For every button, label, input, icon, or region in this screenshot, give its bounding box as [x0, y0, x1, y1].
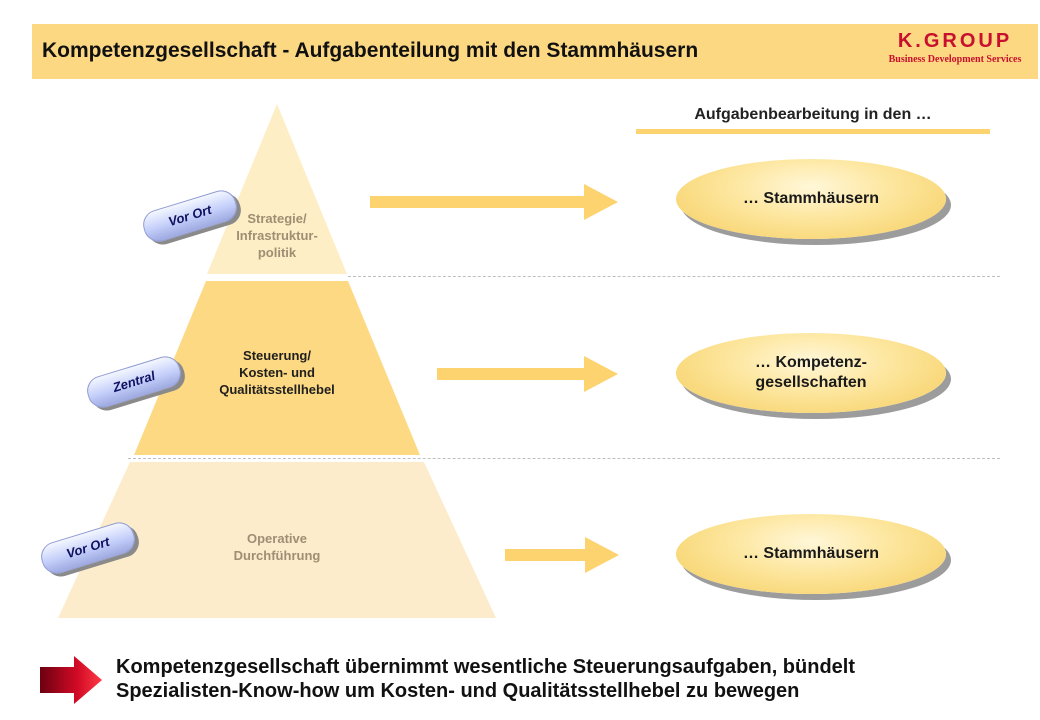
target-kompetenzgesellschaften: … Kompetenz- gesellschaften [676, 333, 946, 413]
conclusion-text: Kompetenzgesellschaft übernimmt wesentli… [116, 656, 856, 702]
brand-subtitle: Business Development Services [888, 54, 1022, 65]
section-heading-underline [636, 129, 990, 134]
right-arrow-icon [370, 184, 618, 220]
layer-label-steering: Steuerung/ Kosten- und Qualitätsstellheb… [219, 348, 335, 397]
target-stammhaeuser-bottom: … Stammhäusern [676, 514, 946, 594]
layer-divider-top [348, 276, 1000, 277]
pyramid-layer-top [207, 104, 347, 274]
brand-name: K.GROUP [897, 30, 1013, 52]
section-heading: Aufgabenbearbeitung in den … [694, 106, 932, 123]
layer-label-operations: Operative Durchführung [233, 531, 321, 563]
brand-logo: K.GROUP Business Development Services [880, 30, 1030, 65]
page-title: Kompetenzgesellschaft - Aufgabenteilung … [42, 39, 699, 62]
pyramid-layer-middle [134, 281, 420, 455]
target-stammhaeuser-top: … Stammhäusern [676, 159, 946, 239]
layer-label-strategy: Strategie/ Infrastruktur- politik [236, 211, 318, 260]
right-arrow-icon [437, 356, 618, 392]
right-arrow-icon [505, 537, 619, 573]
pyramid-layer-bottom [58, 462, 496, 618]
red-arrow-icon [40, 656, 102, 704]
layer-divider-bottom [128, 458, 1000, 459]
header-bar: Kompetenzgesellschaft - Aufgabenteilung … [32, 24, 1038, 79]
